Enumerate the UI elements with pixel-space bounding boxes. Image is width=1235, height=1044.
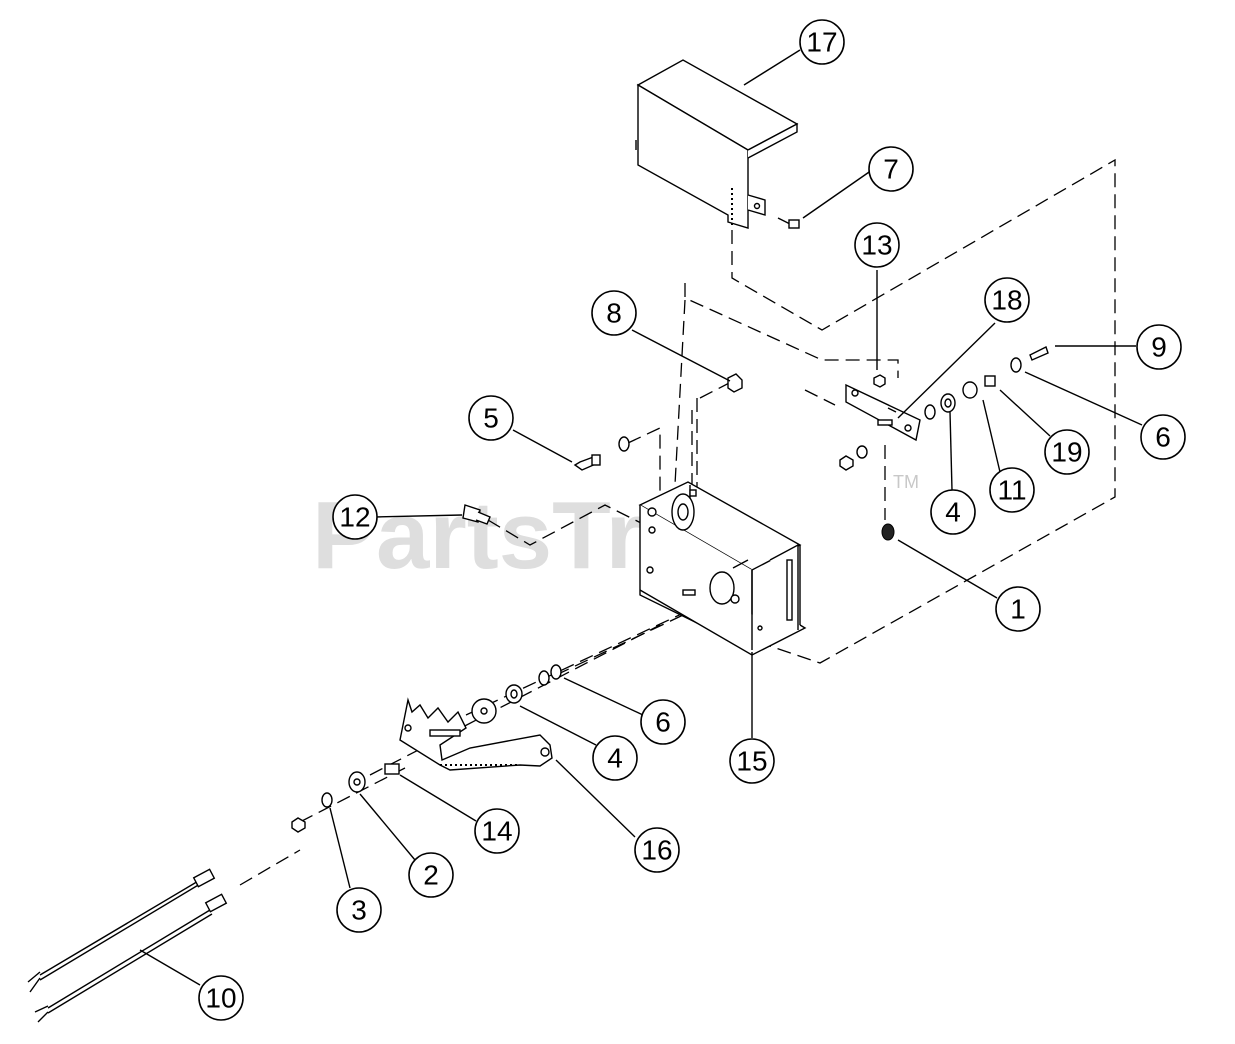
svg-text:11: 11 bbox=[997, 475, 1026, 506]
callout-1: 1 bbox=[995, 586, 1041, 632]
bracket-18 bbox=[845, 383, 921, 442]
svg-text:7: 7 bbox=[883, 154, 899, 185]
svg-text:9: 9 bbox=[1151, 332, 1167, 363]
callout-2: 2 bbox=[408, 852, 454, 898]
svg-text:14: 14 bbox=[481, 816, 512, 847]
callout-5: 5 bbox=[468, 395, 514, 441]
callout-18: 18 bbox=[984, 277, 1030, 323]
callout-10: 10 bbox=[198, 975, 244, 1021]
svg-text:10: 10 bbox=[205, 983, 236, 1014]
plate-16 bbox=[399, 697, 553, 771]
svg-text:16: 16 bbox=[641, 835, 672, 866]
hardware-left bbox=[291, 763, 400, 833]
nut-8 bbox=[727, 373, 743, 393]
svg-text:5: 5 bbox=[483, 403, 499, 434]
nut-13 bbox=[873, 374, 886, 388]
bracket-box-15 bbox=[638, 481, 807, 656]
svg-text:8: 8 bbox=[606, 298, 622, 329]
callouts: 17 7 13 18 8 9 5 6 19 11 4 12 1 6 4 15 1… bbox=[198, 19, 1186, 1021]
hardware-right bbox=[924, 346, 1049, 420]
svg-text:3: 3 bbox=[351, 895, 367, 926]
hardware-pivot bbox=[471, 664, 562, 724]
svg-text:15: 15 bbox=[736, 746, 767, 777]
callout-6-right: 6 bbox=[1140, 414, 1186, 460]
svg-text:18: 18 bbox=[991, 285, 1022, 316]
callout-15: 15 bbox=[729, 738, 775, 784]
callout-6-lower: 6 bbox=[640, 699, 686, 745]
svg-text:2: 2 bbox=[423, 860, 439, 891]
svg-text:13: 13 bbox=[861, 230, 892, 261]
bolt-5 bbox=[573, 436, 630, 471]
screw-7 bbox=[777, 217, 800, 229]
callout-12: 12 bbox=[332, 494, 378, 540]
svg-text:19: 19 bbox=[1051, 437, 1082, 468]
leader-lines bbox=[139, 49, 1143, 986]
callout-4-lower: 4 bbox=[592, 735, 638, 781]
callout-11: 11 bbox=[989, 467, 1035, 513]
svg-text:1: 1 bbox=[1010, 594, 1026, 625]
stud-12 bbox=[462, 504, 491, 525]
callout-13: 13 bbox=[854, 222, 900, 268]
svg-text:12: 12 bbox=[339, 502, 370, 533]
svg-text:4: 4 bbox=[607, 743, 623, 774]
callout-3: 3 bbox=[336, 887, 382, 933]
callout-19: 19 bbox=[1044, 429, 1090, 475]
callout-17: 17 bbox=[799, 19, 845, 65]
spring-1 bbox=[881, 523, 895, 541]
cover-17 bbox=[635, 59, 799, 229]
callout-4-right: 4 bbox=[930, 489, 976, 535]
callout-7: 7 bbox=[868, 146, 914, 192]
callout-8: 8 bbox=[591, 290, 637, 336]
callout-9: 9 bbox=[1136, 324, 1182, 370]
callout-14: 14 bbox=[474, 808, 520, 854]
cables-10 bbox=[27, 868, 228, 1023]
svg-text:6: 6 bbox=[1155, 422, 1171, 453]
svg-text:6: 6 bbox=[655, 707, 671, 738]
nut-lower bbox=[839, 445, 868, 471]
svg-text:4: 4 bbox=[945, 497, 961, 528]
svg-text:17: 17 bbox=[806, 27, 837, 58]
callout-16: 16 bbox=[634, 827, 680, 873]
watermark-trademark: TM bbox=[893, 472, 919, 492]
